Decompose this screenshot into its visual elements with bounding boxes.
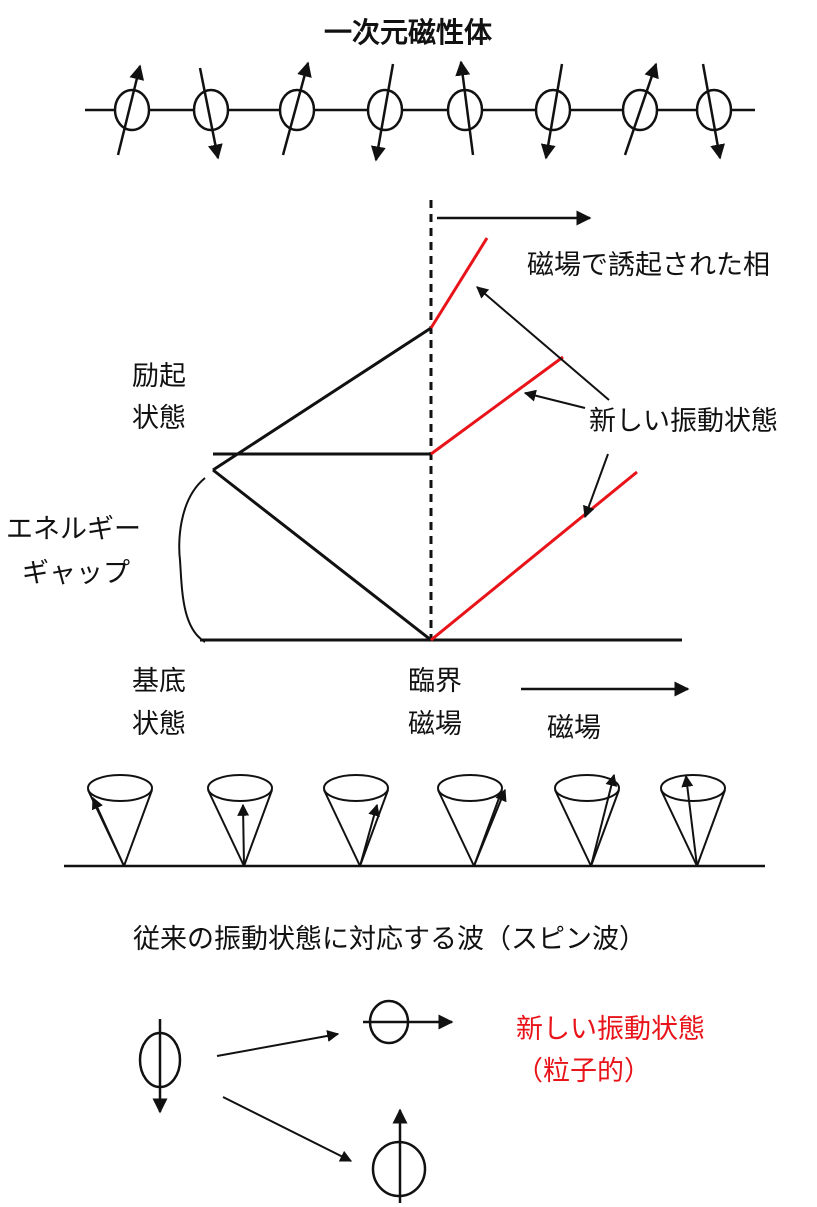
diagram-title: 一次元磁性体: [324, 16, 493, 49]
transition-arrow-lower: [222, 1096, 353, 1162]
excited-state-label-1: 励起: [132, 361, 186, 392]
excited-state-label-2: 状態: [132, 403, 186, 434]
spin-site-8: [695, 63, 733, 160]
spin-wave: [64, 773, 765, 868]
red-mode-upper: [429, 237, 489, 329]
cone-1: [87, 774, 153, 867]
lower-branch-line: [212, 468, 432, 642]
transition-arrow-upper: [216, 1030, 340, 1057]
spin-site-2: [192, 67, 230, 160]
new-state-red-label-2: （粒子的）: [516, 1056, 651, 1087]
spin-site-1: [113, 64, 151, 156]
cone-4: [437, 774, 507, 867]
pointer-arrow-upper: [476, 286, 610, 401]
ground-state-label-2: 状態: [132, 709, 186, 740]
energy-gap-label-2: ギャップ: [22, 558, 130, 589]
red-mode-middle: [430, 355, 564, 456]
cone-6: [660, 774, 726, 867]
spin-up-site: [371, 1108, 427, 1203]
spin-site-3: [278, 61, 316, 156]
cone-3: [323, 774, 389, 867]
critical-field-label-2: 磁場: [408, 709, 462, 740]
energy-gap-label-1: エネルギー: [6, 514, 141, 545]
ground-state-label-1: 基底: [132, 666, 186, 697]
pointer-arrow-lower: [583, 453, 609, 519]
pointer-arrow-middle: [523, 389, 586, 409]
new-state-red-label-1: 新しい振動状態: [516, 1014, 705, 1045]
cone-5: [554, 773, 620, 867]
magnetic-field-label: 磁場: [547, 713, 601, 744]
particle-excitation: [138, 999, 454, 1203]
red-mode-lower: [430, 470, 638, 642]
energy-diagram: [178, 200, 690, 697]
cone-2: [207, 774, 273, 867]
spin-wave-caption: 従来の振動状態に対応する波（スピン波）: [133, 924, 646, 955]
spin-site-4: [366, 63, 404, 162]
critical-field-label-1: 臨界: [408, 666, 462, 697]
spin-chain: [85, 60, 755, 162]
spin-horizontal-site: [363, 999, 454, 1045]
energy-gap-brace: [178, 477, 206, 643]
spin-site-7: [621, 62, 659, 156]
new-vibration-state-label: 新しい振動状態: [589, 406, 778, 437]
spin-down-site: [138, 1019, 182, 1114]
field-induced-phase-label: 磁場で誘起された相: [527, 250, 770, 281]
upper-branch-line: [212, 326, 432, 472]
spin-site-6: [534, 63, 572, 160]
spin-site-5: [446, 60, 484, 156]
